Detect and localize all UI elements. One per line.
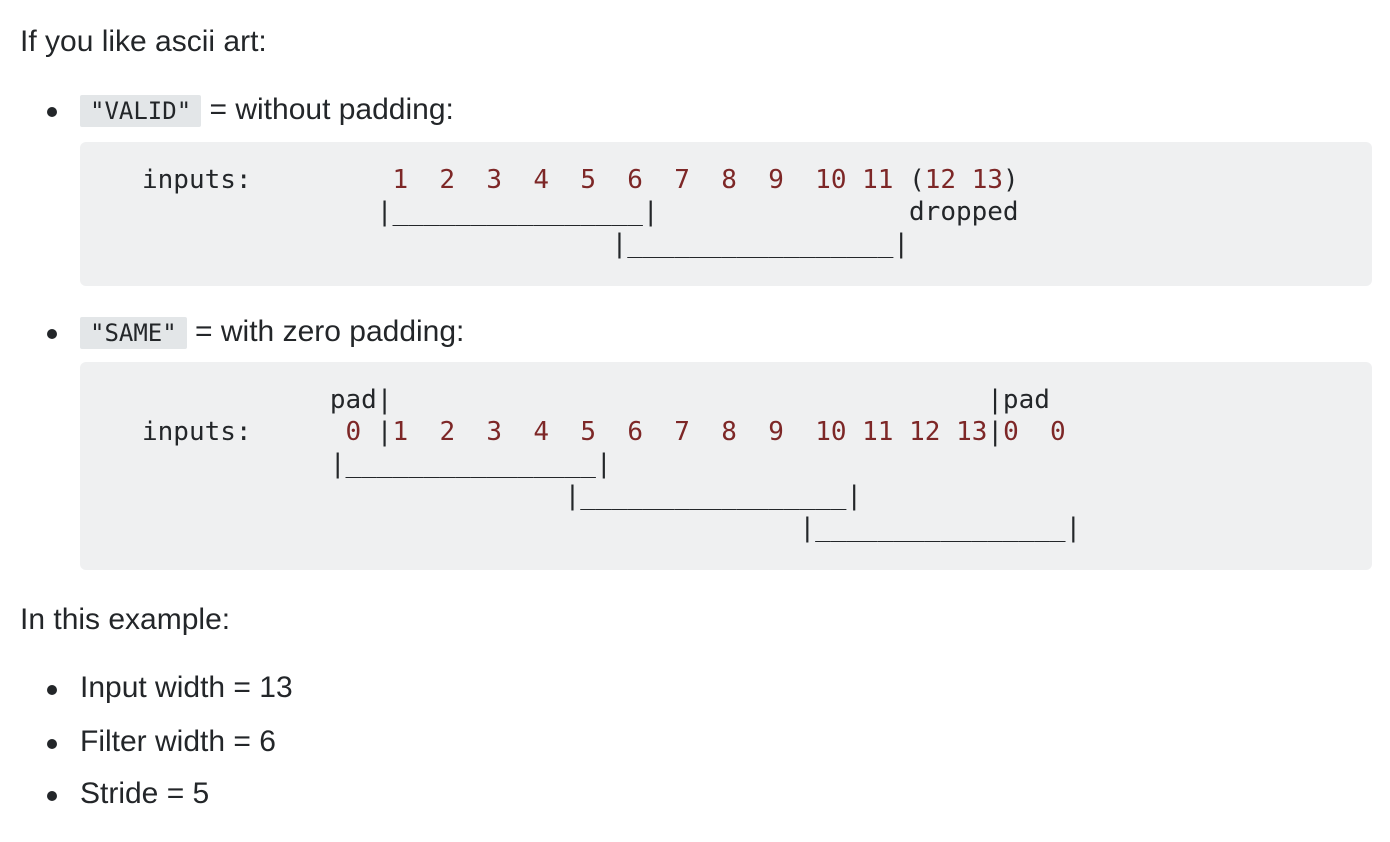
number-token: 4	[533, 165, 550, 195]
number-token: 8	[721, 165, 737, 195]
number-token: 7	[674, 417, 690, 447]
number-token: 0	[1003, 417, 1019, 447]
number-token: 11	[862, 165, 894, 195]
valid-art-line-3: |_________________|	[142, 229, 910, 259]
example-heading: In this example:	[20, 603, 231, 636]
number-token: 4	[533, 417, 550, 447]
number-token: 11	[862, 417, 894, 447]
same-description: = with zero padding:	[186, 315, 465, 348]
number-token: 3	[486, 165, 503, 195]
number-token: 0	[1050, 417, 1066, 447]
same-code: "SAME"	[80, 317, 187, 349]
option-valid: "VALID" = without padding:	[47, 90, 454, 129]
valid-description: = without padding:	[201, 93, 454, 126]
param-stride: Stride = 5	[46, 774, 209, 813]
number-token: 7	[674, 165, 690, 195]
param-input-width: Input width = 13	[47, 668, 293, 707]
same-art-line-4: |_________________|	[142, 481, 863, 511]
option-same: "SAME" = with zero padding:	[46, 312, 465, 351]
number-token: 12	[909, 417, 941, 447]
number-token: 1	[392, 165, 409, 195]
same-art-line-3: |________________|	[142, 449, 612, 479]
number-token: 6	[627, 417, 643, 447]
number-token: 6	[627, 165, 643, 195]
valid-art-line-1: inputs: 1 2 3 4 5 6 7 8 9 10 11 (12 13)	[142, 165, 1019, 195]
number-token: 3	[486, 417, 503, 447]
same-art-line-2: inputs: 0 |1 2 3 4 5 6 7 8 9 10 11 12 13…	[142, 417, 1066, 447]
number-token: 8	[721, 417, 737, 447]
number-token: 5	[580, 165, 596, 195]
number-token: 13	[956, 417, 988, 447]
param-filter-width: Filter width = 6	[47, 722, 276, 761]
number-token: 1	[392, 417, 409, 447]
number-token: 12	[924, 165, 957, 195]
valid-ascii-art: inputs: 1 2 3 4 5 6 7 8 9 10 11 (12 13) …	[142, 164, 1019, 260]
number-token: 9	[768, 417, 784, 447]
number-token: 13	[971, 165, 1004, 195]
number-token: 2	[439, 165, 456, 195]
same-art-line-1: pad| |pad	[142, 385, 1050, 415]
number-token: 9	[768, 165, 784, 195]
number-token: 10	[815, 165, 847, 195]
number-token: 10	[815, 417, 847, 447]
number-token: 2	[439, 417, 456, 447]
same-ascii-art-block: pad| |pad inputs: 0 |1 2 3 4 5 6 7 8 9 1…	[80, 362, 1372, 570]
number-token: 5	[580, 417, 596, 447]
intro-text: If you like ascii art:	[20, 25, 267, 58]
valid-art-line-2: |________________| dropped	[142, 197, 1019, 227]
number-token: 0	[345, 417, 362, 447]
valid-ascii-art-block: inputs: 1 2 3 4 5 6 7 8 9 10 11 (12 13) …	[80, 142, 1372, 286]
same-ascii-art: pad| |pad inputs: 0 |1 2 3 4 5 6 7 8 9 1…	[142, 384, 1081, 544]
same-art-line-5: |________________|	[142, 513, 1082, 543]
valid-code: "VALID"	[80, 95, 202, 127]
